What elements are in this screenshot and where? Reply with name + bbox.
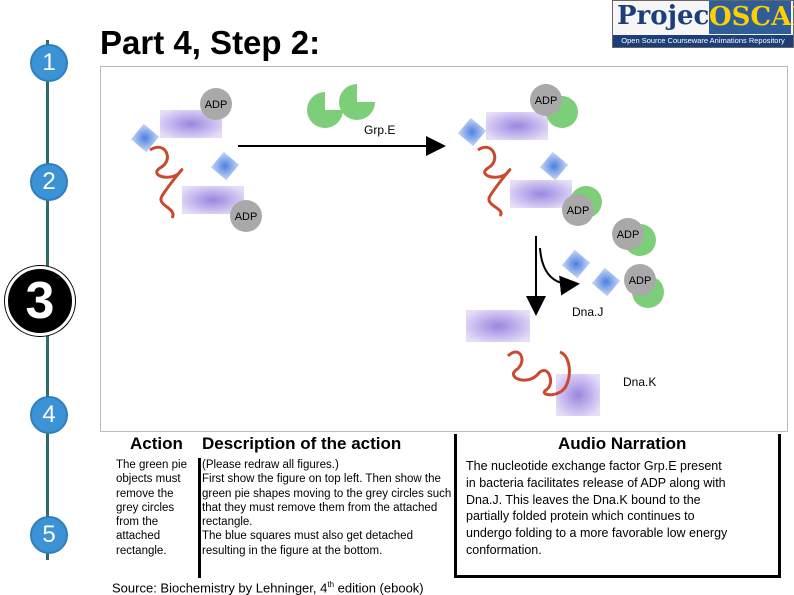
step-1-button[interactable]: 1: [30, 44, 68, 82]
adp-label: ADP: [629, 275, 652, 287]
action-line: attached: [116, 530, 161, 543]
grpe-pie: [339, 84, 375, 120]
step-3-button-current[interactable]: 3: [5, 266, 75, 336]
protein-strand: [477, 145, 512, 217]
action-description-table: Action The green pie objects must remove…: [112, 434, 781, 578]
dnak-rectangle: [510, 180, 572, 208]
description-line: The blue squares must also get detached: [202, 530, 413, 543]
protein-strand: [149, 145, 184, 219]
description-line: green pie shapes moving to the grey circ…: [202, 487, 452, 500]
dnak-rectangle: [466, 310, 530, 342]
protein-strand: [506, 350, 571, 397]
dnaj-square: [539, 151, 569, 181]
description-text: (Please redraw all figures.) First show …: [202, 458, 454, 558]
adp-label: ADP: [205, 99, 228, 111]
action-line: grey circles: [116, 501, 175, 514]
step-2-button[interactable]: 2: [30, 163, 68, 201]
description-column: Description of the action (Please redraw…: [202, 434, 452, 578]
complex-top-left: [130, 110, 244, 219]
adp-label: ADP: [235, 211, 258, 223]
dnaj-square: [130, 123, 160, 153]
description-header: Description of the action: [202, 434, 402, 453]
audio-line: undergo folding to a more favorable low …: [466, 526, 728, 541]
source-superscript: th: [327, 580, 335, 589]
description-line: rectangle.: [202, 516, 253, 529]
complex-bottom: [466, 310, 600, 416]
column-divider: [778, 434, 781, 578]
column-divider: [454, 434, 457, 578]
adp-circle: [612, 218, 644, 250]
complex-top-right: [457, 112, 572, 217]
action-line: from the: [116, 516, 159, 529]
adp-circle: [624, 264, 656, 296]
grpe-pie: [307, 92, 343, 128]
description-line: that they must remove them from the atta…: [202, 501, 438, 514]
action-line: rectangle.: [116, 544, 167, 557]
adp-circle: [200, 88, 232, 120]
figure-panel: [100, 66, 788, 432]
action-line: remove the: [116, 487, 174, 500]
adp-circle: [230, 200, 262, 232]
source-suffix: edition (ebook): [334, 580, 424, 595]
adp-label: ADP: [567, 205, 590, 217]
project-oscar-logo: Project OSCAR Open Source Courseware Ani…: [612, 0, 794, 48]
action-line: objects must: [116, 473, 181, 486]
audio-header: Audio Narration: [558, 434, 687, 453]
audio-line: Dna.J. This leaves the Dna.K bound to th…: [466, 492, 701, 507]
row-divider: [454, 575, 781, 578]
dnaj-square: [457, 117, 487, 147]
audio-column: Audio Narration The nucleotide exchange …: [460, 434, 778, 578]
dnak-label: Dna.K: [623, 375, 656, 389]
dnaj-square: [210, 151, 240, 181]
dnak-rectangle: [486, 112, 548, 140]
step-4-button[interactable]: 4: [30, 396, 68, 434]
adp-circle: [530, 84, 562, 116]
audio-line: The nucleotide exchange factor Grp.E pre…: [466, 459, 722, 473]
column-divider: [198, 458, 201, 578]
description-line: First show the figure on top left. Then …: [202, 473, 441, 486]
action-text: The green pie objects must remove the gr…: [116, 458, 198, 558]
logo-word-oscar: OSCAR: [709, 1, 794, 34]
logo-word-project: Project: [617, 1, 722, 31]
description-line: (Please redraw all figures.): [202, 459, 339, 471]
audio-line: conformation.: [466, 542, 542, 557]
action-header: Action: [130, 434, 183, 453]
adp-label: ADP: [535, 95, 558, 107]
source-citation: Source: Biochemistry by Lehninger, 4th e…: [112, 580, 424, 595]
dnaj-square: [561, 249, 591, 279]
logo-tagline: Open Source Courseware Animations Reposi…: [613, 35, 793, 47]
audio-line: in bacteria facilitates release of ADP a…: [466, 475, 726, 490]
adp-circle: [562, 194, 594, 226]
grpe-label: Grp.E: [364, 123, 395, 137]
dnaj-square: [591, 267, 621, 297]
source-prefix: Source: Biochemistry by Lehninger, 4: [112, 580, 328, 595]
audio-line: partially folded protein which continues…: [466, 509, 695, 524]
dnaj-label: Dna.J: [572, 305, 603, 319]
audio-text: The nucleotide exchange factor Grp.E pre…: [466, 458, 778, 559]
step-5-button[interactable]: 5: [30, 516, 68, 554]
action-column: Action The green pie objects must remove…: [112, 434, 196, 578]
page-title: Part 4, Step 2:: [100, 24, 321, 61]
dnak-rectangle: [556, 374, 600, 416]
action-line: The green pie: [116, 459, 187, 471]
adp-label: ADP: [617, 229, 640, 241]
release-arrow: [539, 247, 580, 296]
description-line: resulting in the figure at the bottom.: [202, 544, 383, 557]
